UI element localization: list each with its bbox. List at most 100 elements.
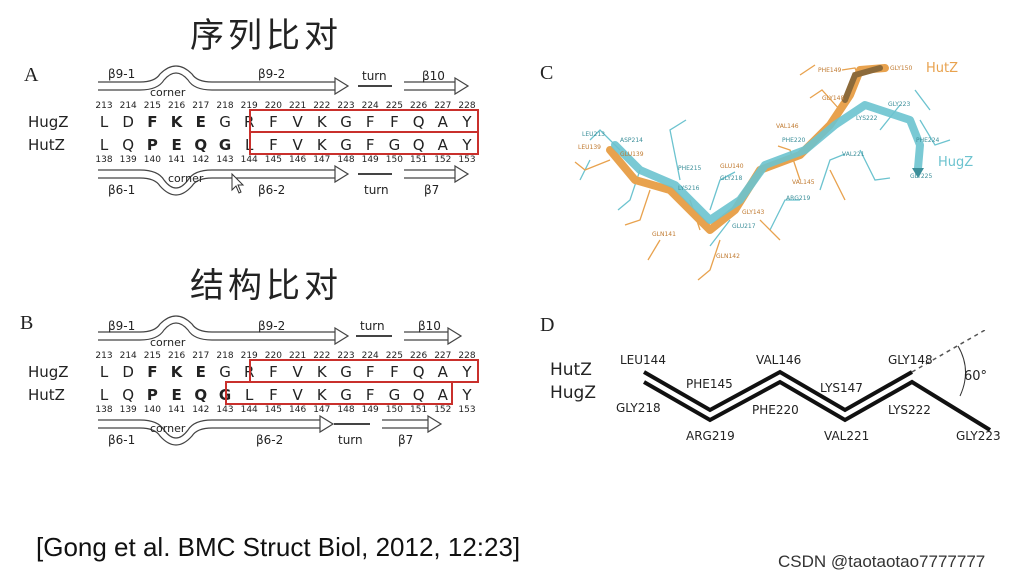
bottom-number-a-9: 147 [313,155,330,165]
hutz-residue-b-1: Q [122,386,134,404]
top-number-a-15: 228 [458,101,475,111]
label-b7-a: β7 [424,183,439,197]
top-strand-line-b2 [98,322,335,341]
label-b9-2-a: β9-2 [258,67,285,81]
bottom-number-a-6: 144 [241,155,258,165]
label-turn-bottom-a: turn [364,183,389,197]
bottom-strand-arrowhead-b [319,414,335,434]
citation-text: [Gong et al. BMC Struct Biol, 2012, 12:2… [36,532,521,562]
label-corner-top-b: corner [150,336,186,349]
hutz-residue-a-5: G [219,136,231,154]
bottom-number-b-5: 143 [216,405,233,415]
res-leu213: LEU213 [582,131,605,138]
res-phe149: PHE149 [818,67,842,74]
d-gly218: GLY218 [616,401,661,415]
hugz-residue-a-3: K [171,113,184,131]
hutz-backbone-end [842,65,883,103]
top-number-b-13: 226 [410,351,427,361]
top-strand-line-a2 [98,72,335,91]
res-val145: VAL145 [792,179,815,186]
top-number-b-7: 220 [265,351,282,361]
hugz-backbone [611,101,924,224]
hugz-residue-b-1: D [122,363,134,381]
hutz-residue-b-13: Q [413,386,425,404]
bottom-strand-line-a1 [98,169,335,189]
label-b6-2-b: β6-2 [256,433,283,447]
bottom-number-a-11: 149 [362,155,379,165]
angle-arc [957,345,966,397]
hugz-residue-b-14: A [438,363,449,381]
bottom-number-a-10: 148 [337,155,354,165]
hutz-residue-a-2: P [147,136,158,154]
hutz-residue-b-2: P [147,386,158,404]
bottom-number-b-15: 153 [458,405,475,415]
hugz-residue-a-0: L [100,113,109,131]
top-number-a-11: 224 [362,101,379,111]
res-val221: VAL221 [842,151,865,158]
res-arg219: ARG219 [786,195,811,202]
hutz-residue-b-6: L [245,386,254,404]
hugz-residue-b-11: F [366,363,375,381]
label-b6-1-a: β6-1 [108,183,135,197]
hutz-structure-label: HutZ [926,61,958,76]
label-b6-1-b: β6-1 [108,433,135,447]
csdn-watermark: CSDN @taotaotao7777777 [778,552,986,571]
hutz-residue-b-4: Q [194,386,207,404]
top-number-b-15: 228 [458,351,475,361]
panel-b-label: B [20,312,34,334]
top-strand-arrowhead-b [334,326,350,346]
label-b10-a: β10 [422,69,445,83]
label-b10-b: β10 [418,319,441,333]
bottom-strand-line-b1 [98,419,320,439]
bottom-number-b-9: 147 [313,405,330,415]
top-number-a-12: 225 [386,101,403,111]
hutz-highlight-box-b [225,381,453,405]
top-number-b-5: 218 [216,351,233,361]
hutz-residue-b-14: A [438,386,449,404]
res-gly143: GLY143 [742,209,764,216]
res-asp214: ASP214 [620,137,643,144]
res-phe224: PHE224 [916,137,940,144]
hutz-zigzag [643,369,913,413]
top-strand-line-a1 [98,65,335,83]
bottom-number-a-2: 140 [144,155,161,165]
bottom-number-a-12: 150 [386,155,403,165]
top-number-b-0: 213 [95,351,112,361]
hugz-residue-a-12: F [390,113,399,131]
bottom-strand-line-a2 [98,177,335,196]
hutz-residue-a-10: G [340,136,352,154]
structure-overlay-panel-c: LEU213 LEU139 ASP214 GLU139 PHE215 LYS21… [574,61,973,281]
res-gly218: GLY218 [720,175,742,182]
hutz-residue-a-15: Y [461,136,472,154]
hugz-residue-a-9: K [317,113,328,131]
bottom-number-b-2: 140 [144,405,161,415]
hutz-residue-b-3: E [171,386,181,404]
hutz-name-d: HutZ [550,360,592,380]
res-glu139: GLU139 [620,151,644,158]
hugz-residue-a-5: G [219,113,231,131]
hutz-residue-b-15: Y [461,386,472,404]
hugz-residue-b-7: F [269,363,278,381]
res-gly150: GLY150 [890,65,912,72]
hutz-residue-b-0: L [100,386,109,404]
top-strand-arrowhead-a [334,76,350,96]
label-b6-2-a: β6-2 [258,183,285,197]
hugz-residue-b-4: E [196,363,206,381]
hutz-residue-a-12: G [389,136,401,154]
hugz-residue-b-5: G [219,363,231,381]
d-gly223: GLY223 [956,429,1001,443]
bottom-number-a-1: 139 [120,155,137,165]
d-phe145: PHE145 [686,377,733,391]
hugz-residue-a-15: Y [461,113,472,131]
bottom-number-b-3: 141 [168,405,185,415]
angle-label: 60° [964,369,987,384]
label-turn-top-b: turn [360,319,385,333]
bottom-number-b-6: 144 [241,405,258,415]
d-phe220: PHE220 [752,403,799,417]
bottom-number-b-13: 151 [410,405,427,415]
label-corner-bottom-b: corner [150,422,186,435]
top-strand-line-b1 [98,315,335,333]
top-number-a-7: 220 [265,101,282,111]
